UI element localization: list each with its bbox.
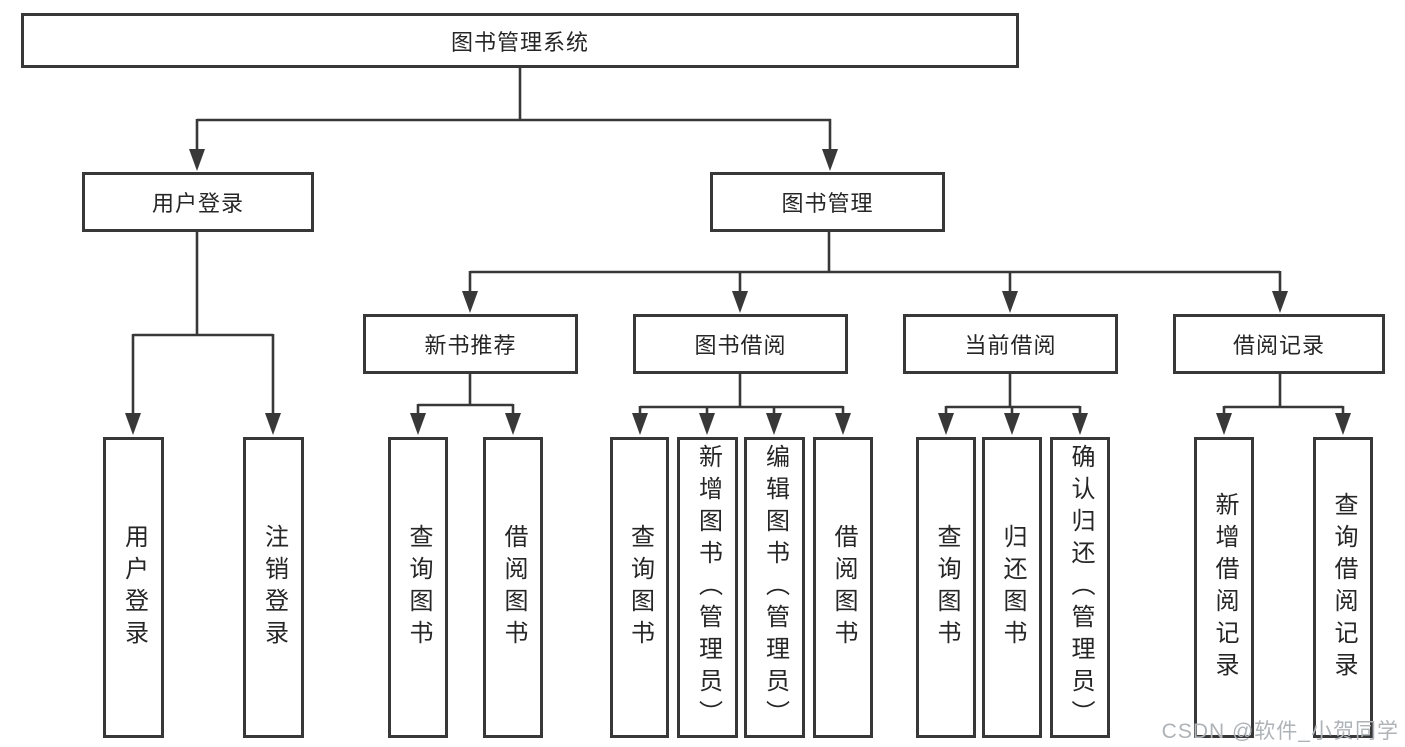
leaf-query-book-new: 查询图书 bbox=[388, 437, 448, 738]
leaf-query-book-current-label: 查询图书 bbox=[933, 523, 960, 652]
node-user-login: 用户登录 bbox=[82, 172, 314, 232]
leaf-borrow-book-label: 借阅图书 bbox=[830, 523, 857, 652]
leaf-add-book-admin: 新增图书（管理员） bbox=[677, 437, 738, 738]
node-current-borrow: 当前借阅 bbox=[903, 314, 1118, 374]
leaf-query-book-borrow: 查询图书 bbox=[610, 437, 669, 738]
leaf-edit-book-admin: 编辑图书（管理员） bbox=[744, 437, 805, 738]
node-current-borrow-label: 当前借阅 bbox=[964, 333, 1057, 358]
leaf-query-book-new-label: 查询图书 bbox=[405, 523, 432, 652]
leaf-edit-book-admin-label: 编辑图书（管理员） bbox=[761, 443, 789, 732]
leaf-add-borrow-record: 新增借阅记录 bbox=[1194, 437, 1254, 738]
leaf-query-book-current: 查询图书 bbox=[916, 437, 976, 738]
leaf-user-login-label: 用户登录 bbox=[120, 523, 148, 652]
leaf-query-book-borrow-label: 查询图书 bbox=[626, 523, 654, 652]
leaf-return-book-label: 归还图书 bbox=[999, 523, 1026, 652]
leaf-user-login: 用户登录 bbox=[103, 437, 164, 738]
leaf-query-borrow-record-label: 查询借阅记录 bbox=[1330, 491, 1357, 684]
node-root: 图书管理系统 bbox=[21, 13, 1019, 68]
leaf-borrow-book-new: 借阅图书 bbox=[483, 437, 543, 738]
leaf-query-borrow-record: 查询借阅记录 bbox=[1313, 437, 1373, 738]
leaf-confirm-return-admin-label: 确认归还（管理员） bbox=[1067, 443, 1094, 732]
node-book-management-label: 图书管理 bbox=[781, 191, 874, 216]
node-new-book-recommend: 新书推荐 bbox=[363, 314, 578, 374]
node-book-borrow-label: 图书借阅 bbox=[694, 333, 787, 358]
node-new-book-recommend-label: 新书推荐 bbox=[424, 333, 517, 358]
leaf-borrow-book: 借阅图书 bbox=[813, 437, 873, 738]
node-book-management: 图书管理 bbox=[710, 172, 945, 232]
leaf-logout-label: 注销登录 bbox=[260, 523, 288, 652]
leaf-borrow-book-new-label: 借阅图书 bbox=[500, 523, 527, 652]
csdn-watermark: CSDN @软件_小贺同学 bbox=[1161, 720, 1399, 743]
node-borrow-records-label: 借阅记录 bbox=[1232, 333, 1325, 358]
leaf-confirm-return-admin: 确认归还（管理员） bbox=[1050, 437, 1110, 738]
node-book-borrow: 图书借阅 bbox=[633, 314, 848, 374]
node-user-login-label: 用户登录 bbox=[151, 191, 244, 216]
leaf-return-book: 归还图书 bbox=[982, 437, 1042, 738]
node-root-label: 图书管理系统 bbox=[450, 29, 589, 55]
leaf-logout: 注销登录 bbox=[243, 437, 304, 738]
leaf-add-borrow-record-label: 新增借阅记录 bbox=[1211, 491, 1238, 684]
leaf-add-book-admin-label: 新增图书（管理员） bbox=[694, 443, 722, 732]
node-borrow-records: 借阅记录 bbox=[1173, 314, 1385, 374]
